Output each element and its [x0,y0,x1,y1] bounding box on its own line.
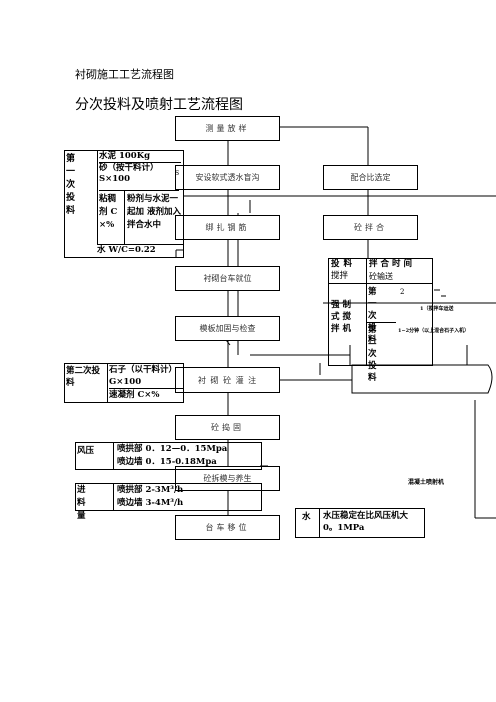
flow-step-formwork: 模板加固与检查 [175,316,280,341]
wind-pressure-line-2: 喷边墙 0．15-0.18Mpa [117,457,217,467]
flow-step-survey: 测量放样 [175,116,280,141]
water-pressure-table [295,508,425,538]
water-pressure-text: 水压稳定在比风压机大 0。1MPa [323,511,409,533]
mixer-header-feed: 投料 [331,259,357,269]
feed-line-2: 喷边墙 3-4M³/h [117,498,184,508]
feed-label: 进料量 [77,485,94,521]
feed-table [75,483,262,511]
mixer-overlay-mix: 搅拌 [331,271,349,282]
wind-pressure-divider [113,442,114,470]
mixer-header-time: 拌合时间 [369,259,416,269]
agent-desc: 粉剂与水泥一起加 液剂加入拌合水中 [127,194,181,230]
water-pressure-label: 水 [302,512,311,522]
wind-pressure-label: 风压 [77,446,95,456]
feed-divider [113,483,114,511]
mixer-step-divider [366,322,396,323]
mixer-note-1: 1（搅拌车运送 [420,306,454,312]
agent-label: 粘稠剂 C×% [99,194,118,230]
flow-step-pour: 衬 砌 砼 灌 注 [175,367,280,393]
agent-divider [124,191,125,244]
flow-step-mix-design: 配合比选定 [323,165,418,190]
s-mark: S [175,170,180,177]
cement-row: 水泥 100Kg [99,151,181,163]
second-charge-divider [107,363,108,403]
mixer-step-first: 第一次投料 [368,287,377,345]
flow-step-trolley: 衬砌台车就位 [175,266,280,291]
sprayer-label: 混凝土喷射机 [408,479,445,486]
stone-row: 石子（以干料计）G×100 [109,364,183,389]
flow-step-rebar: 绑扎钢筋 [175,215,280,240]
mixer-n1: 2 [400,288,405,296]
sand-row: 砂（按干料计）S×100 [99,163,179,191]
mixer-col-label: 强制式搅拌机 [331,300,355,334]
mixer-note-2: 1~2分钟（以上混合石子入机） [398,328,470,334]
first-charge-table [64,150,184,258]
mixer-step-second: 第二次投料 [368,325,377,383]
page-title: 分次投料及喷射工艺流程图 [75,97,243,113]
wind-pressure-table [75,442,262,470]
accelerator-row: 速凝剂 C×% [109,390,160,400]
flow-step-compact: 砼捣固 [175,415,280,440]
second-charge-label: 第二次投料 [66,366,101,388]
water-row: 水 W/C=0.22 [97,244,184,256]
flow-step-cure: 砼拆模与养生 [175,466,280,491]
wind-pressure-line-1: 喷拱部 0．12—0．15Mpa [117,444,228,454]
mixer-header-divider [328,283,433,284]
first-charge-label: 第一次投料 [66,154,76,216]
water-pressure-divider [319,508,320,538]
second-charge-table [64,363,184,403]
feed-line-1: 喷拱部 2-3M³/h [117,485,184,495]
mixer-overlay-transport: 砼输送 [369,272,393,281]
mixer-col-divider [366,258,367,366]
flow-step-mixing: 砼拌合 [323,215,418,240]
flow-step-move: 台车移位 [175,515,280,540]
forced-mixer-table [328,258,433,366]
flow-step-drainage: 安设软式透水盲沟 [175,165,280,190]
page-subtitle: 衬砌施工工艺流程图 [75,68,174,81]
first-charge-divider [97,150,98,244]
